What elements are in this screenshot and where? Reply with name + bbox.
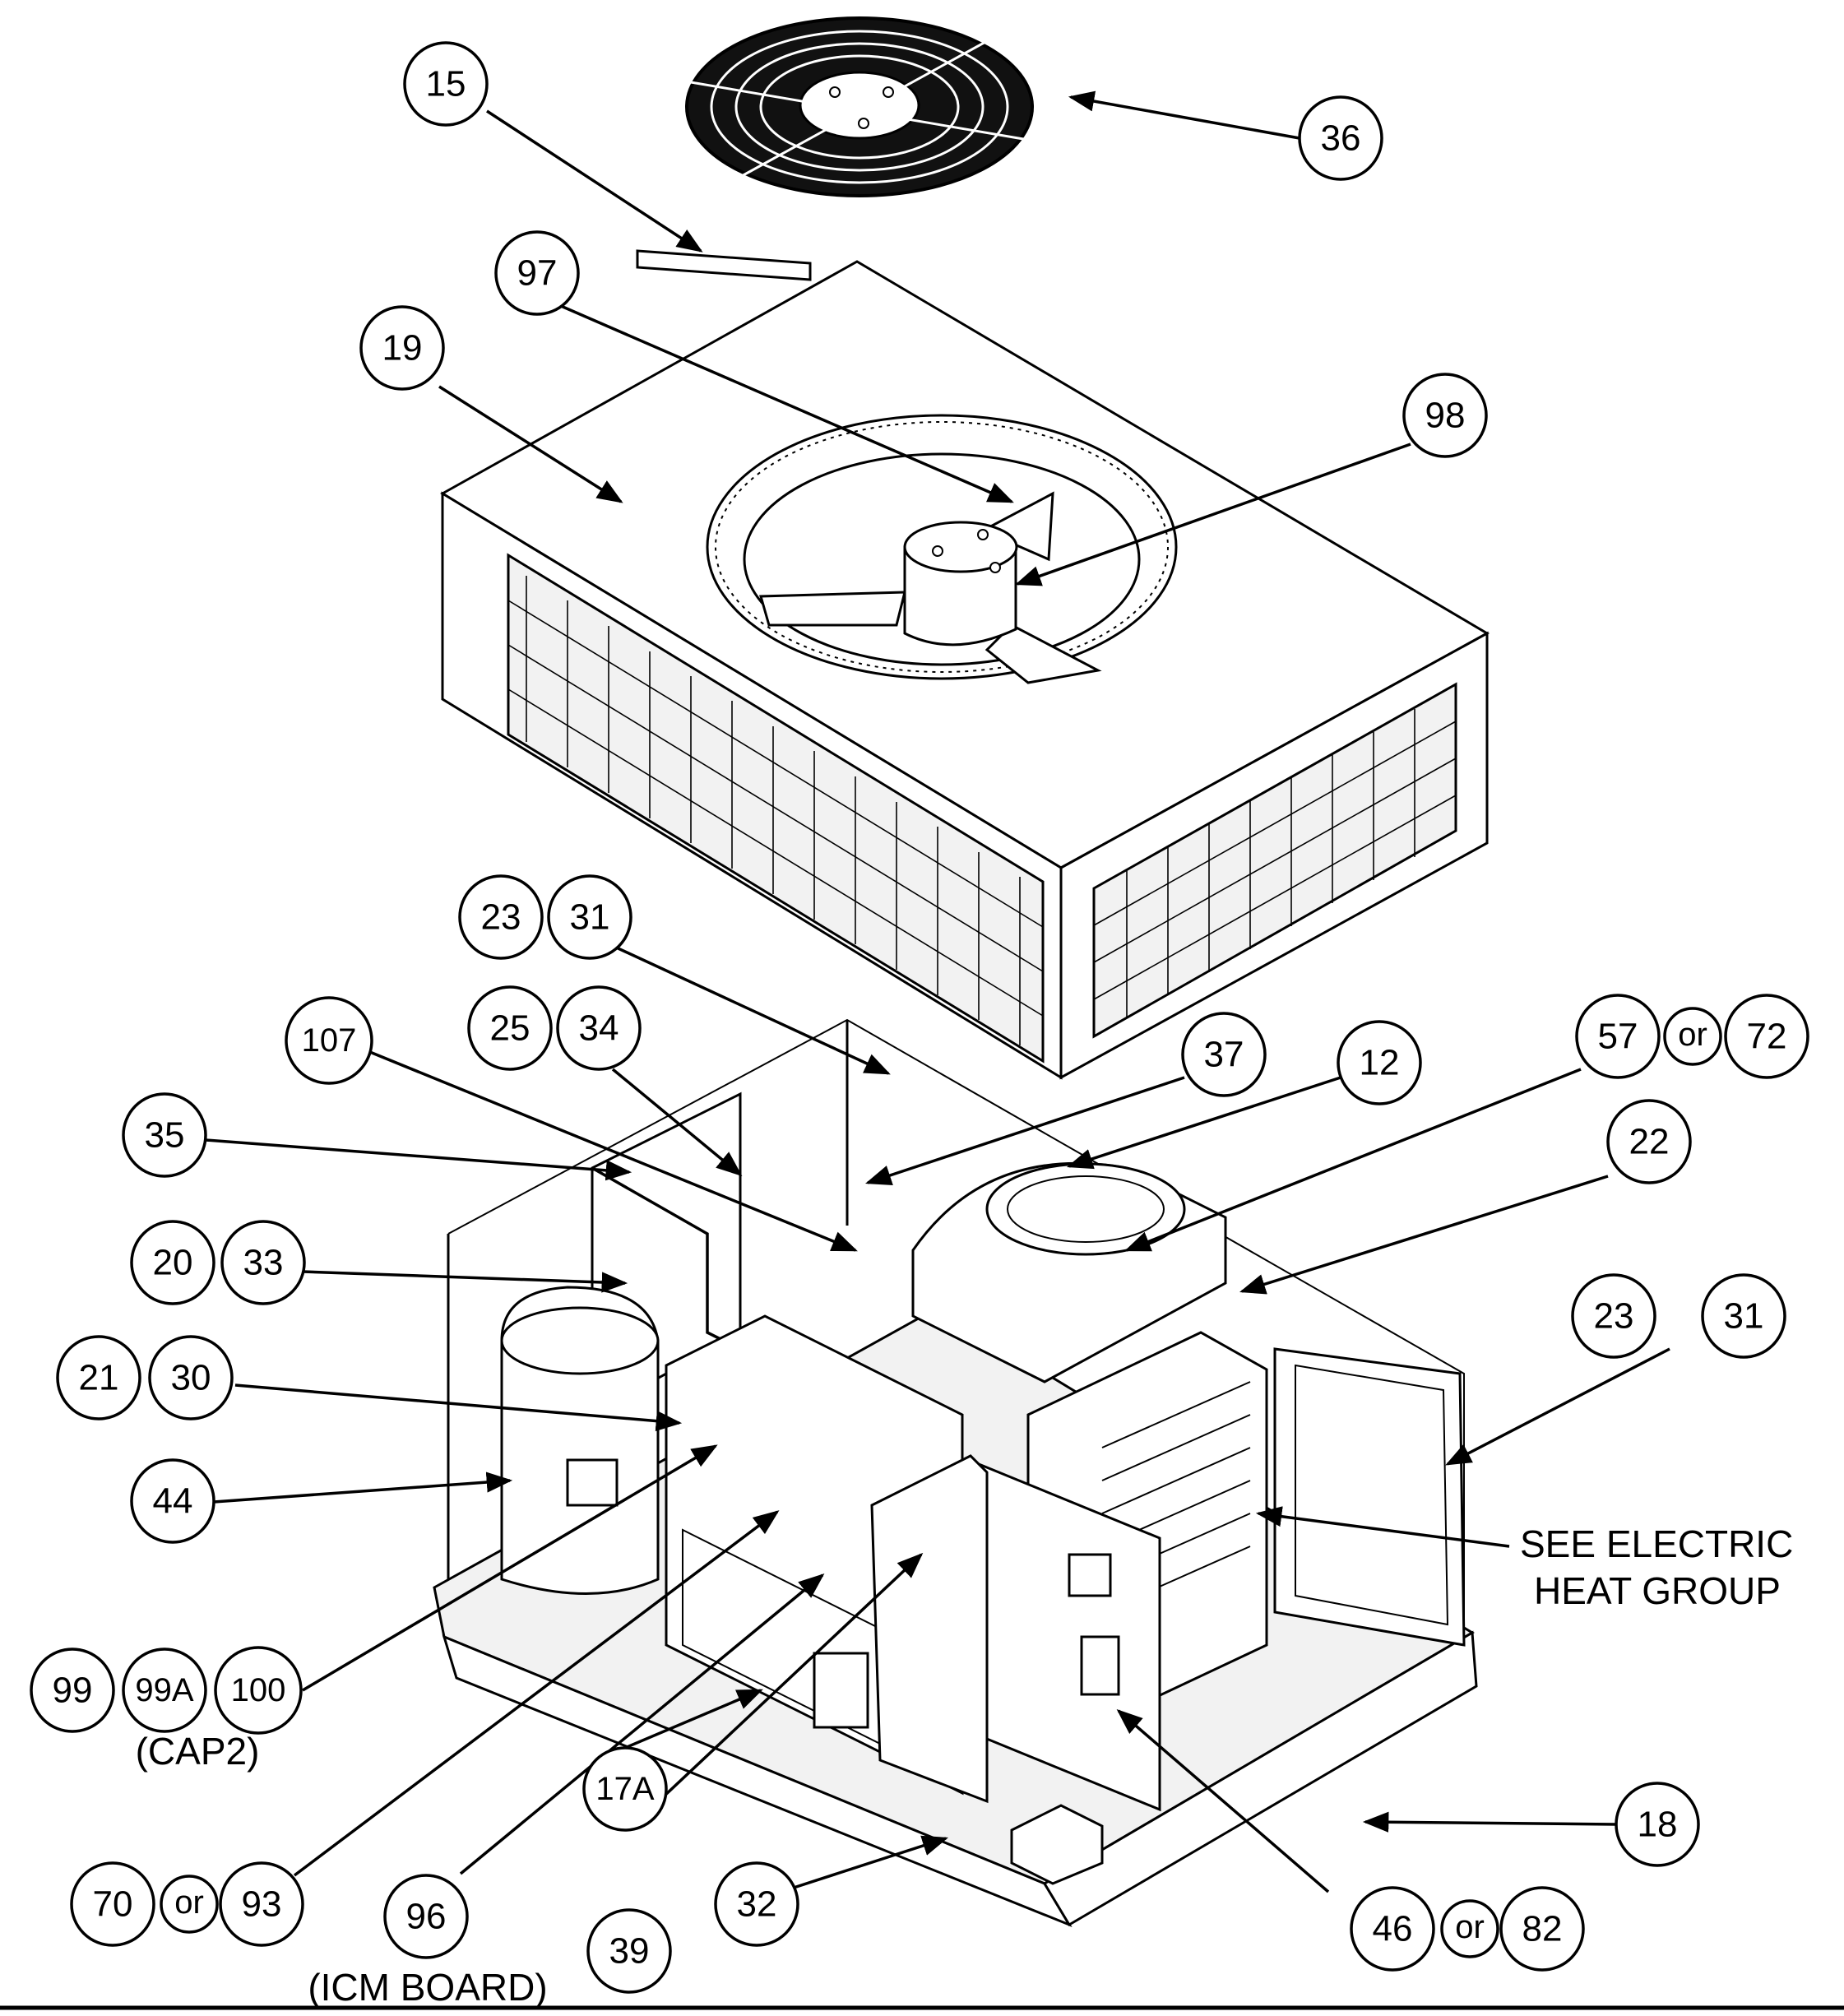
callout-93: 93	[219, 1861, 304, 1947]
or-70-93-label: or	[174, 1884, 204, 1921]
callout-100-label: 100	[231, 1672, 286, 1708]
callout-19-label: 19	[382, 328, 423, 368]
electric-heat-note-line1: SEE ELECTRIC	[1520, 1522, 1793, 1565]
callout-99a: 99A	[122, 1648, 207, 1733]
callout-39: 39	[586, 1908, 672, 1994]
callout-30-label: 30	[171, 1358, 211, 1398]
callout-39-label: 39	[609, 1931, 650, 1972]
or-70-93: or	[160, 1875, 219, 1934]
fan-blade-and-motor	[759, 491, 1102, 684]
callout-31-right: 31	[1701, 1273, 1786, 1359]
cap2-note: (CAP2)	[136, 1730, 260, 1773]
callout-37: 37	[1181, 1012, 1267, 1097]
callout-35: 35	[122, 1092, 207, 1178]
or-46-82: or	[1440, 1899, 1499, 1958]
callout-21-label: 21	[79, 1358, 119, 1398]
callout-15-label: 15	[426, 64, 466, 104]
fan-guard	[685, 16, 1034, 197]
callout-31-top-label: 31	[570, 897, 610, 938]
callout-93-label: 93	[242, 1884, 282, 1925]
callout-20: 20	[130, 1220, 215, 1305]
callout-21: 21	[56, 1335, 141, 1420]
callout-22: 22	[1606, 1099, 1692, 1184]
callout-99: 99	[30, 1648, 115, 1733]
callout-96-label: 96	[406, 1897, 447, 1937]
callout-46-label: 46	[1373, 1909, 1413, 1949]
callout-99a-label: 99A	[135, 1672, 193, 1708]
callout-17a: 17A	[582, 1746, 668, 1832]
callout-32-label: 32	[737, 1884, 777, 1925]
callout-97-label: 97	[517, 253, 558, 294]
or-46-82-label: or	[1455, 1909, 1485, 1945]
callout-30: 30	[148, 1335, 234, 1420]
callout-25-label: 25	[490, 1008, 530, 1049]
callout-33: 33	[220, 1220, 306, 1305]
callout-31-right-label: 31	[1724, 1296, 1764, 1337]
or-57-72-label: or	[1678, 1017, 1707, 1053]
electric-heat-note-line2: HEAT GROUP	[1534, 1569, 1781, 1612]
callout-34-label: 34	[579, 1008, 619, 1049]
icm-board-note: (ICM BOARD)	[308, 1966, 547, 2009]
callout-44-label: 44	[153, 1481, 193, 1522]
callout-23-top-label: 23	[481, 897, 521, 938]
callout-15: 15	[403, 41, 489, 127]
callout-97: 97	[494, 230, 580, 316]
callout-98: 98	[1402, 373, 1488, 458]
callout-82: 82	[1499, 1886, 1585, 1972]
callout-72-label: 72	[1747, 1017, 1787, 1057]
callout-33-label: 33	[243, 1243, 284, 1283]
callout-57: 57	[1575, 994, 1661, 1079]
callout-25: 25	[467, 985, 553, 1071]
callout-12-label: 12	[1360, 1043, 1400, 1083]
callout-107: 107	[285, 996, 373, 1085]
callout-46: 46	[1350, 1886, 1435, 1972]
callout-70-label: 70	[93, 1884, 133, 1925]
callout-57-label: 57	[1598, 1017, 1638, 1057]
callout-22-label: 22	[1629, 1122, 1670, 1162]
callout-44: 44	[130, 1458, 215, 1544]
callout-100: 100	[214, 1646, 303, 1735]
callout-98-label: 98	[1425, 396, 1466, 436]
callout-35-label: 35	[145, 1115, 185, 1156]
callout-96: 96	[383, 1874, 469, 1959]
callout-99-label: 99	[53, 1671, 93, 1711]
callout-12: 12	[1337, 1020, 1422, 1105]
callout-17a-label: 17A	[595, 1771, 654, 1807]
right-louvers	[1093, 709, 1457, 1018]
callout-34: 34	[556, 985, 642, 1071]
or-57-72: or	[1663, 1007, 1722, 1066]
shim-strip	[636, 249, 812, 281]
callout-18: 18	[1615, 1782, 1700, 1867]
callout-32: 32	[714, 1861, 799, 1947]
callout-23-right-label: 23	[1594, 1296, 1634, 1337]
callout-37-label: 37	[1204, 1035, 1244, 1075]
callout-107-label: 107	[302, 1022, 357, 1059]
left-louvers	[507, 576, 1044, 1045]
callout-18-label: 18	[1638, 1805, 1678, 1845]
callout-36: 36	[1298, 95, 1383, 181]
callout-23-right: 23	[1571, 1273, 1656, 1359]
callout-23-top: 23	[458, 874, 544, 960]
callout-19: 19	[359, 305, 445, 391]
callout-20-label: 20	[153, 1243, 193, 1283]
callout-72: 72	[1724, 994, 1809, 1079]
callout-31-top: 31	[547, 874, 632, 960]
callout-36-label: 36	[1321, 118, 1361, 159]
leader-lines	[205, 90, 1670, 1893]
callout-70: 70	[70, 1861, 155, 1947]
callout-82-label: 82	[1522, 1909, 1563, 1949]
